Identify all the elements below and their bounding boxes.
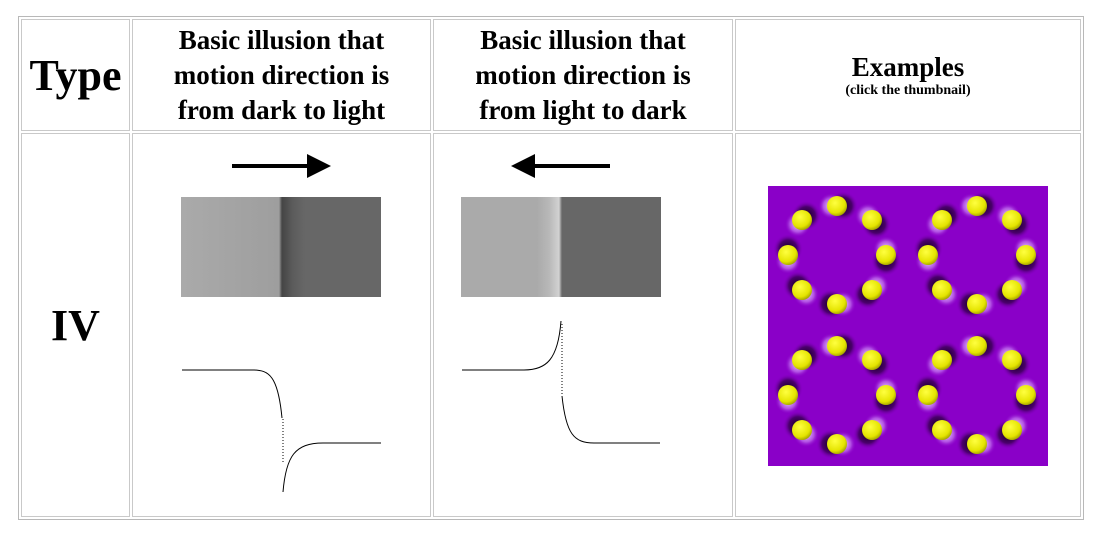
examples-note: (click the thumbnail) xyxy=(845,82,971,98)
light-to-dark-luminance-profile xyxy=(462,320,562,371)
yellow-ball xyxy=(932,350,952,370)
yellow-ball xyxy=(1002,210,1022,230)
yellow-ball xyxy=(827,196,847,216)
type-header-cell: Type xyxy=(21,19,130,131)
yellow-ball xyxy=(932,420,952,440)
yellow-ball xyxy=(778,245,798,265)
light-to-dark-header: Basic illusion that motion direction is … xyxy=(475,24,691,125)
light-to-dark-cell xyxy=(433,133,733,517)
yellow-ball xyxy=(778,385,798,405)
yellow-ball xyxy=(932,210,952,230)
illusion-table: Type Basic illusion that motion directio… xyxy=(18,16,1084,520)
yellow-ball xyxy=(876,385,896,405)
left-arrow-icon xyxy=(511,154,610,178)
yellow-ball xyxy=(1016,245,1036,265)
examples-cell xyxy=(735,133,1081,517)
yellow-ball xyxy=(792,280,812,300)
dark-to-light-luminance-profile xyxy=(182,369,283,419)
yellow-ball xyxy=(918,385,938,405)
dark-to-light-gradient-patch xyxy=(181,197,381,297)
dark-to-light-header-cell: Basic illusion that motion direction is … xyxy=(132,19,431,131)
yellow-ball xyxy=(876,245,896,265)
row-label-cell: IV xyxy=(21,133,130,517)
right-arrow-icon xyxy=(232,154,331,178)
yellow-ball xyxy=(827,294,847,314)
dark-to-light-cell xyxy=(132,133,431,517)
yellow-ball xyxy=(792,420,812,440)
type-header: Type xyxy=(29,50,122,100)
yellow-ball xyxy=(967,434,987,454)
dark-to-light-illustration xyxy=(181,154,381,493)
yellow-ball xyxy=(827,434,847,454)
light-to-dark-luminance-profile-lower xyxy=(561,395,660,444)
examples-header-cell: Examples (click the thumbnail) xyxy=(735,19,1081,131)
light-to-dark-gradient-patch xyxy=(461,197,661,297)
example-thumbnail[interactable] xyxy=(768,186,1048,466)
yellow-ball xyxy=(862,420,882,440)
yellow-ball xyxy=(967,336,987,356)
yellow-ball xyxy=(862,210,882,230)
ball-pattern xyxy=(773,191,1041,459)
yellow-ball xyxy=(862,350,882,370)
yellow-ball xyxy=(1002,280,1022,300)
yellow-ball xyxy=(1002,350,1022,370)
dark-to-light-luminance-profile-lower xyxy=(282,442,381,493)
row-label: IV xyxy=(51,300,100,350)
yellow-ball xyxy=(918,245,938,265)
thumbnail-background xyxy=(768,186,1048,466)
yellow-ball xyxy=(932,280,952,300)
yellow-ball xyxy=(827,336,847,356)
examples-header: Examples xyxy=(851,51,965,82)
light-to-dark-illustration xyxy=(461,154,661,444)
yellow-ball xyxy=(862,280,882,300)
light-to-dark-header-cell: Basic illusion that motion direction is … xyxy=(433,19,733,131)
yellow-ball xyxy=(792,210,812,230)
yellow-ball xyxy=(1002,420,1022,440)
yellow-ball xyxy=(792,350,812,370)
yellow-ball xyxy=(967,294,987,314)
yellow-ball xyxy=(1016,385,1036,405)
dark-to-light-header: Basic illusion that motion direction is … xyxy=(173,24,390,125)
yellow-ball xyxy=(967,196,987,216)
